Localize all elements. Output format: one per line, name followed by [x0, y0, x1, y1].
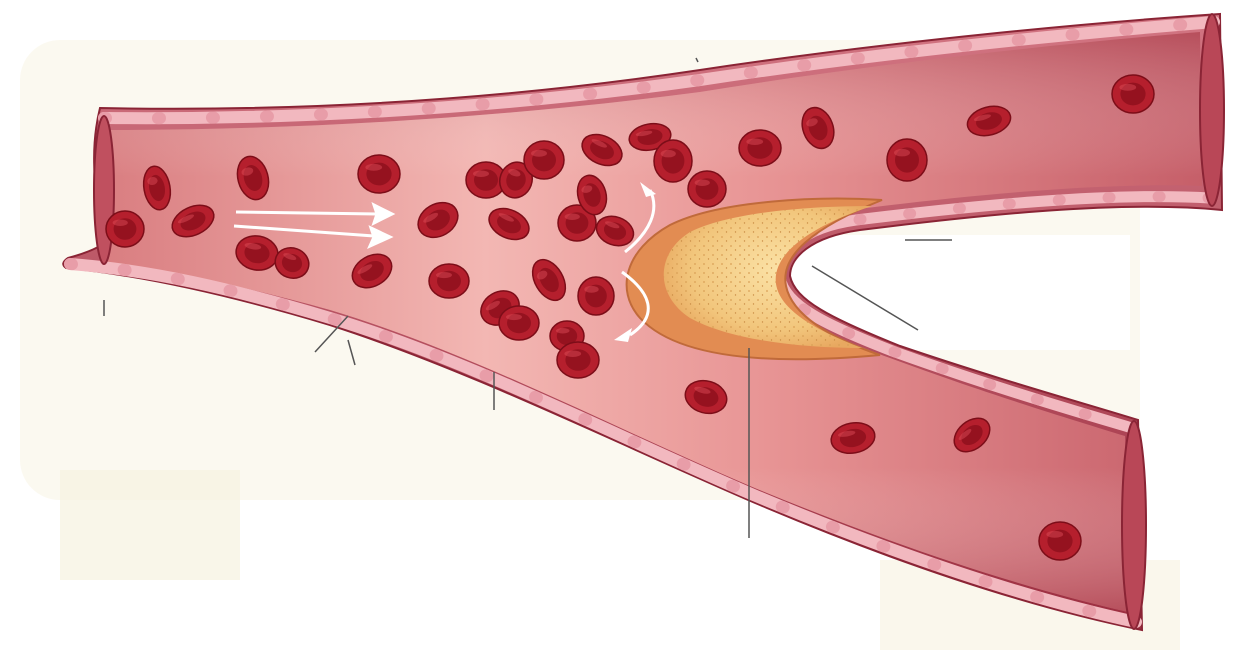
- red-blood-cell: [578, 277, 614, 315]
- red-blood-cell: [654, 140, 692, 182]
- red-blood-cell: [358, 155, 400, 193]
- red-blood-cell: [499, 306, 539, 340]
- red-blood-cell: [1039, 522, 1081, 560]
- upper-branch-opening: [1200, 14, 1224, 206]
- red-blood-cell: [106, 211, 144, 247]
- red-blood-cell: [557, 342, 599, 378]
- red-blood-cell: [739, 130, 781, 166]
- lower-branch-opening: [1122, 421, 1146, 629]
- red-blood-cell: [429, 264, 469, 298]
- red-blood-cell: [688, 171, 726, 207]
- red-blood-cell: [887, 139, 927, 181]
- red-blood-cell: [524, 141, 564, 179]
- flow-arrow: [236, 212, 378, 214]
- red-blood-cell: [1112, 75, 1154, 113]
